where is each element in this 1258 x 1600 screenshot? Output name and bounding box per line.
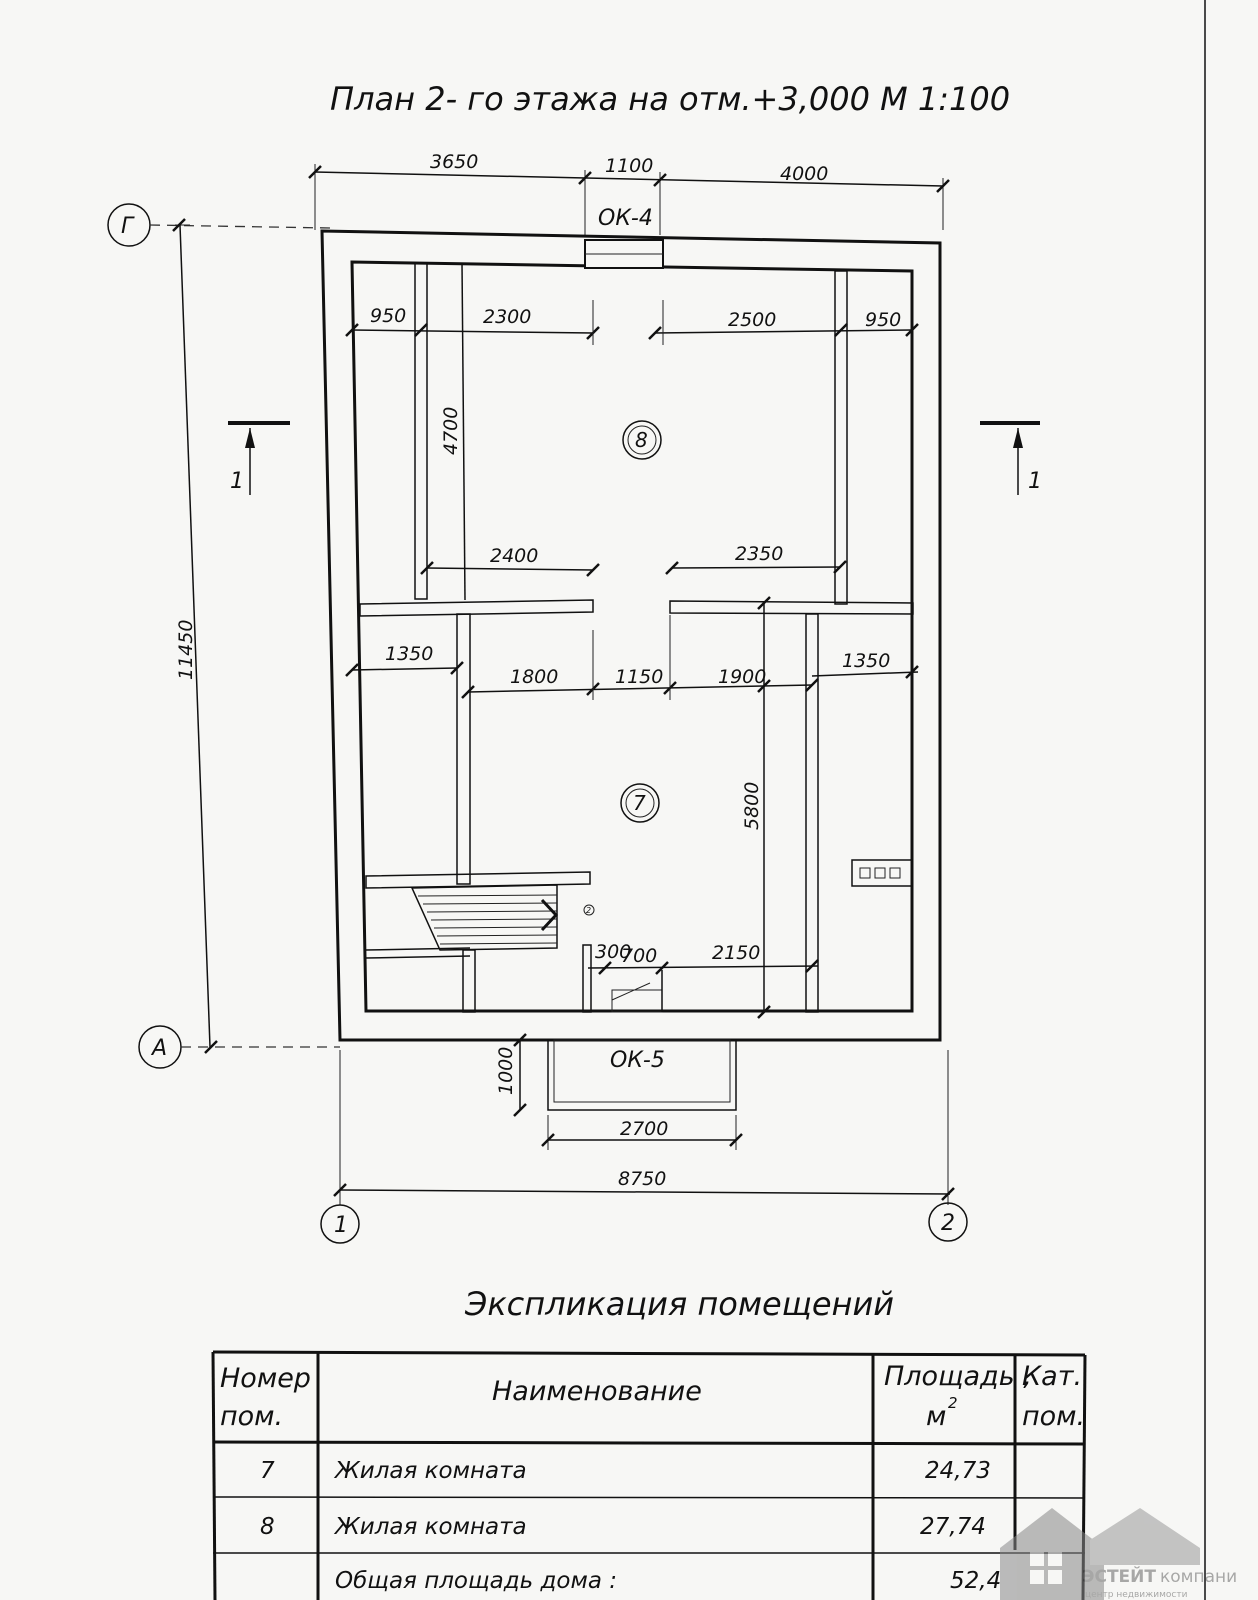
window-ok5-label: ОК-5: [610, 1048, 665, 1073]
hdr-cat-2: пом.: [1022, 1401, 1085, 1432]
row1-area: 24,73: [925, 1458, 991, 1484]
balcony: ОК-5 1000 2700: [495, 1033, 743, 1150]
axis-a-label: А: [150, 1036, 167, 1061]
left-dimension: 11450: [175, 224, 211, 1048]
dim-2150: 2150: [712, 942, 760, 964]
dim-1350-right: 1350: [842, 650, 890, 672]
top-dimension-chain: 3650 1100 4000: [308, 151, 950, 235]
section-label-left: 1: [230, 469, 244, 494]
dim-2500: 2500: [728, 309, 776, 331]
plan-title: План 2- го этажа на отм.+3,000 М 1:100: [330, 80, 1010, 118]
row1-name: Жилая комната: [333, 1458, 527, 1484]
section-mark-left: 1: [228, 421, 290, 495]
dim-1350-left: 1350: [385, 643, 433, 665]
dim-700: 700: [621, 945, 657, 967]
dim-3650: 3650: [430, 151, 478, 173]
watermark-logo: ЭСТЕЙТ компани центр недвижимости: [1000, 1508, 1237, 1600]
dim-1800: 1800: [510, 666, 558, 688]
hdr-area-sup: 2: [948, 1394, 958, 1412]
dim-1000: 1000: [495, 1047, 517, 1095]
room7-dims: 1350 1800 1150 1900 1350 5800 300 700 21…: [345, 596, 919, 1019]
interior-walls-lower: [365, 613, 819, 1013]
hdr-cat-1: Кат.: [1022, 1361, 1082, 1392]
dim-1900: 1900: [718, 666, 766, 688]
hdr-num-2: пом.: [220, 1401, 283, 1432]
stair-mark: 2: [586, 906, 591, 915]
explication-title: Экспликация помещений: [464, 1285, 894, 1323]
row2-num: 8: [260, 1514, 275, 1540]
dim-4000: 4000: [780, 163, 828, 185]
section-mark-right: 1: [980, 421, 1042, 495]
dim-950-right: 950: [865, 309, 901, 331]
axis-1: 1: [320, 1204, 360, 1244]
bottom-dimension: 8750: [333, 1050, 955, 1205]
dim-2700: 2700: [620, 1118, 668, 1140]
room8-marker: 8: [622, 420, 662, 460]
dim-300: 300: [595, 941, 631, 963]
watermark-text-light: компани: [1160, 1567, 1237, 1587]
hdr-area-1: Площадь ,: [884, 1361, 1032, 1392]
hdr-name: Наименование: [492, 1376, 702, 1407]
hdr-area-2: м: [926, 1401, 946, 1432]
dim-4700: 4700: [440, 407, 462, 455]
staircase: 2: [410, 884, 663, 1013]
dim-1150: 1150: [615, 666, 663, 688]
row1-num: 7: [260, 1458, 275, 1484]
outer-walls: [320, 229, 942, 1042]
dim-11450: 11450: [175, 620, 197, 680]
axis-g-label: Г: [121, 214, 135, 239]
dim-950-left: 950: [370, 305, 406, 327]
room8-number: 8: [635, 428, 648, 452]
dim-5800: 5800: [741, 782, 763, 830]
explication-table: Номер пом. Наименование Площадь , м 2 Ка…: [211, 1350, 1087, 1600]
axis-2-label: 2: [941, 1211, 955, 1236]
room7-marker: 7: [620, 783, 660, 823]
dim-2400: 2400: [490, 545, 538, 567]
section-label-right: 1: [1028, 469, 1042, 494]
room7-number: 7: [633, 791, 646, 815]
total-label: Общая площадь дома :: [335, 1568, 617, 1594]
axis-g: Г: [107, 203, 331, 247]
dim-2300: 2300: [483, 306, 531, 328]
axis-1-label: 1: [334, 1213, 348, 1238]
watermark-sub: центр недвижимости: [1085, 1590, 1188, 1600]
row2-name: Жилая комната: [333, 1514, 527, 1540]
dim-1100: 1100: [605, 155, 653, 177]
total-value: 52,4: [950, 1568, 1001, 1594]
room8-dims: 950 2300 2500 950 4700 2400 2350: [345, 262, 919, 601]
interior-walls-upper: [359, 262, 914, 617]
axis-2: 2: [928, 1202, 968, 1242]
axis-a: А: [138, 1025, 340, 1069]
watermark-text-bold: ЭСТЕЙТ: [1082, 1565, 1156, 1587]
window-ok4: ОК-4: [584, 206, 664, 269]
hdr-num-1: Номер: [220, 1363, 311, 1394]
dim-2350: 2350: [735, 543, 783, 565]
row2-area: 27,74: [920, 1514, 986, 1540]
dim-8750: 8750: [618, 1168, 666, 1190]
window-ok4-label: ОК-4: [598, 206, 653, 231]
equipment-block: [851, 859, 913, 887]
